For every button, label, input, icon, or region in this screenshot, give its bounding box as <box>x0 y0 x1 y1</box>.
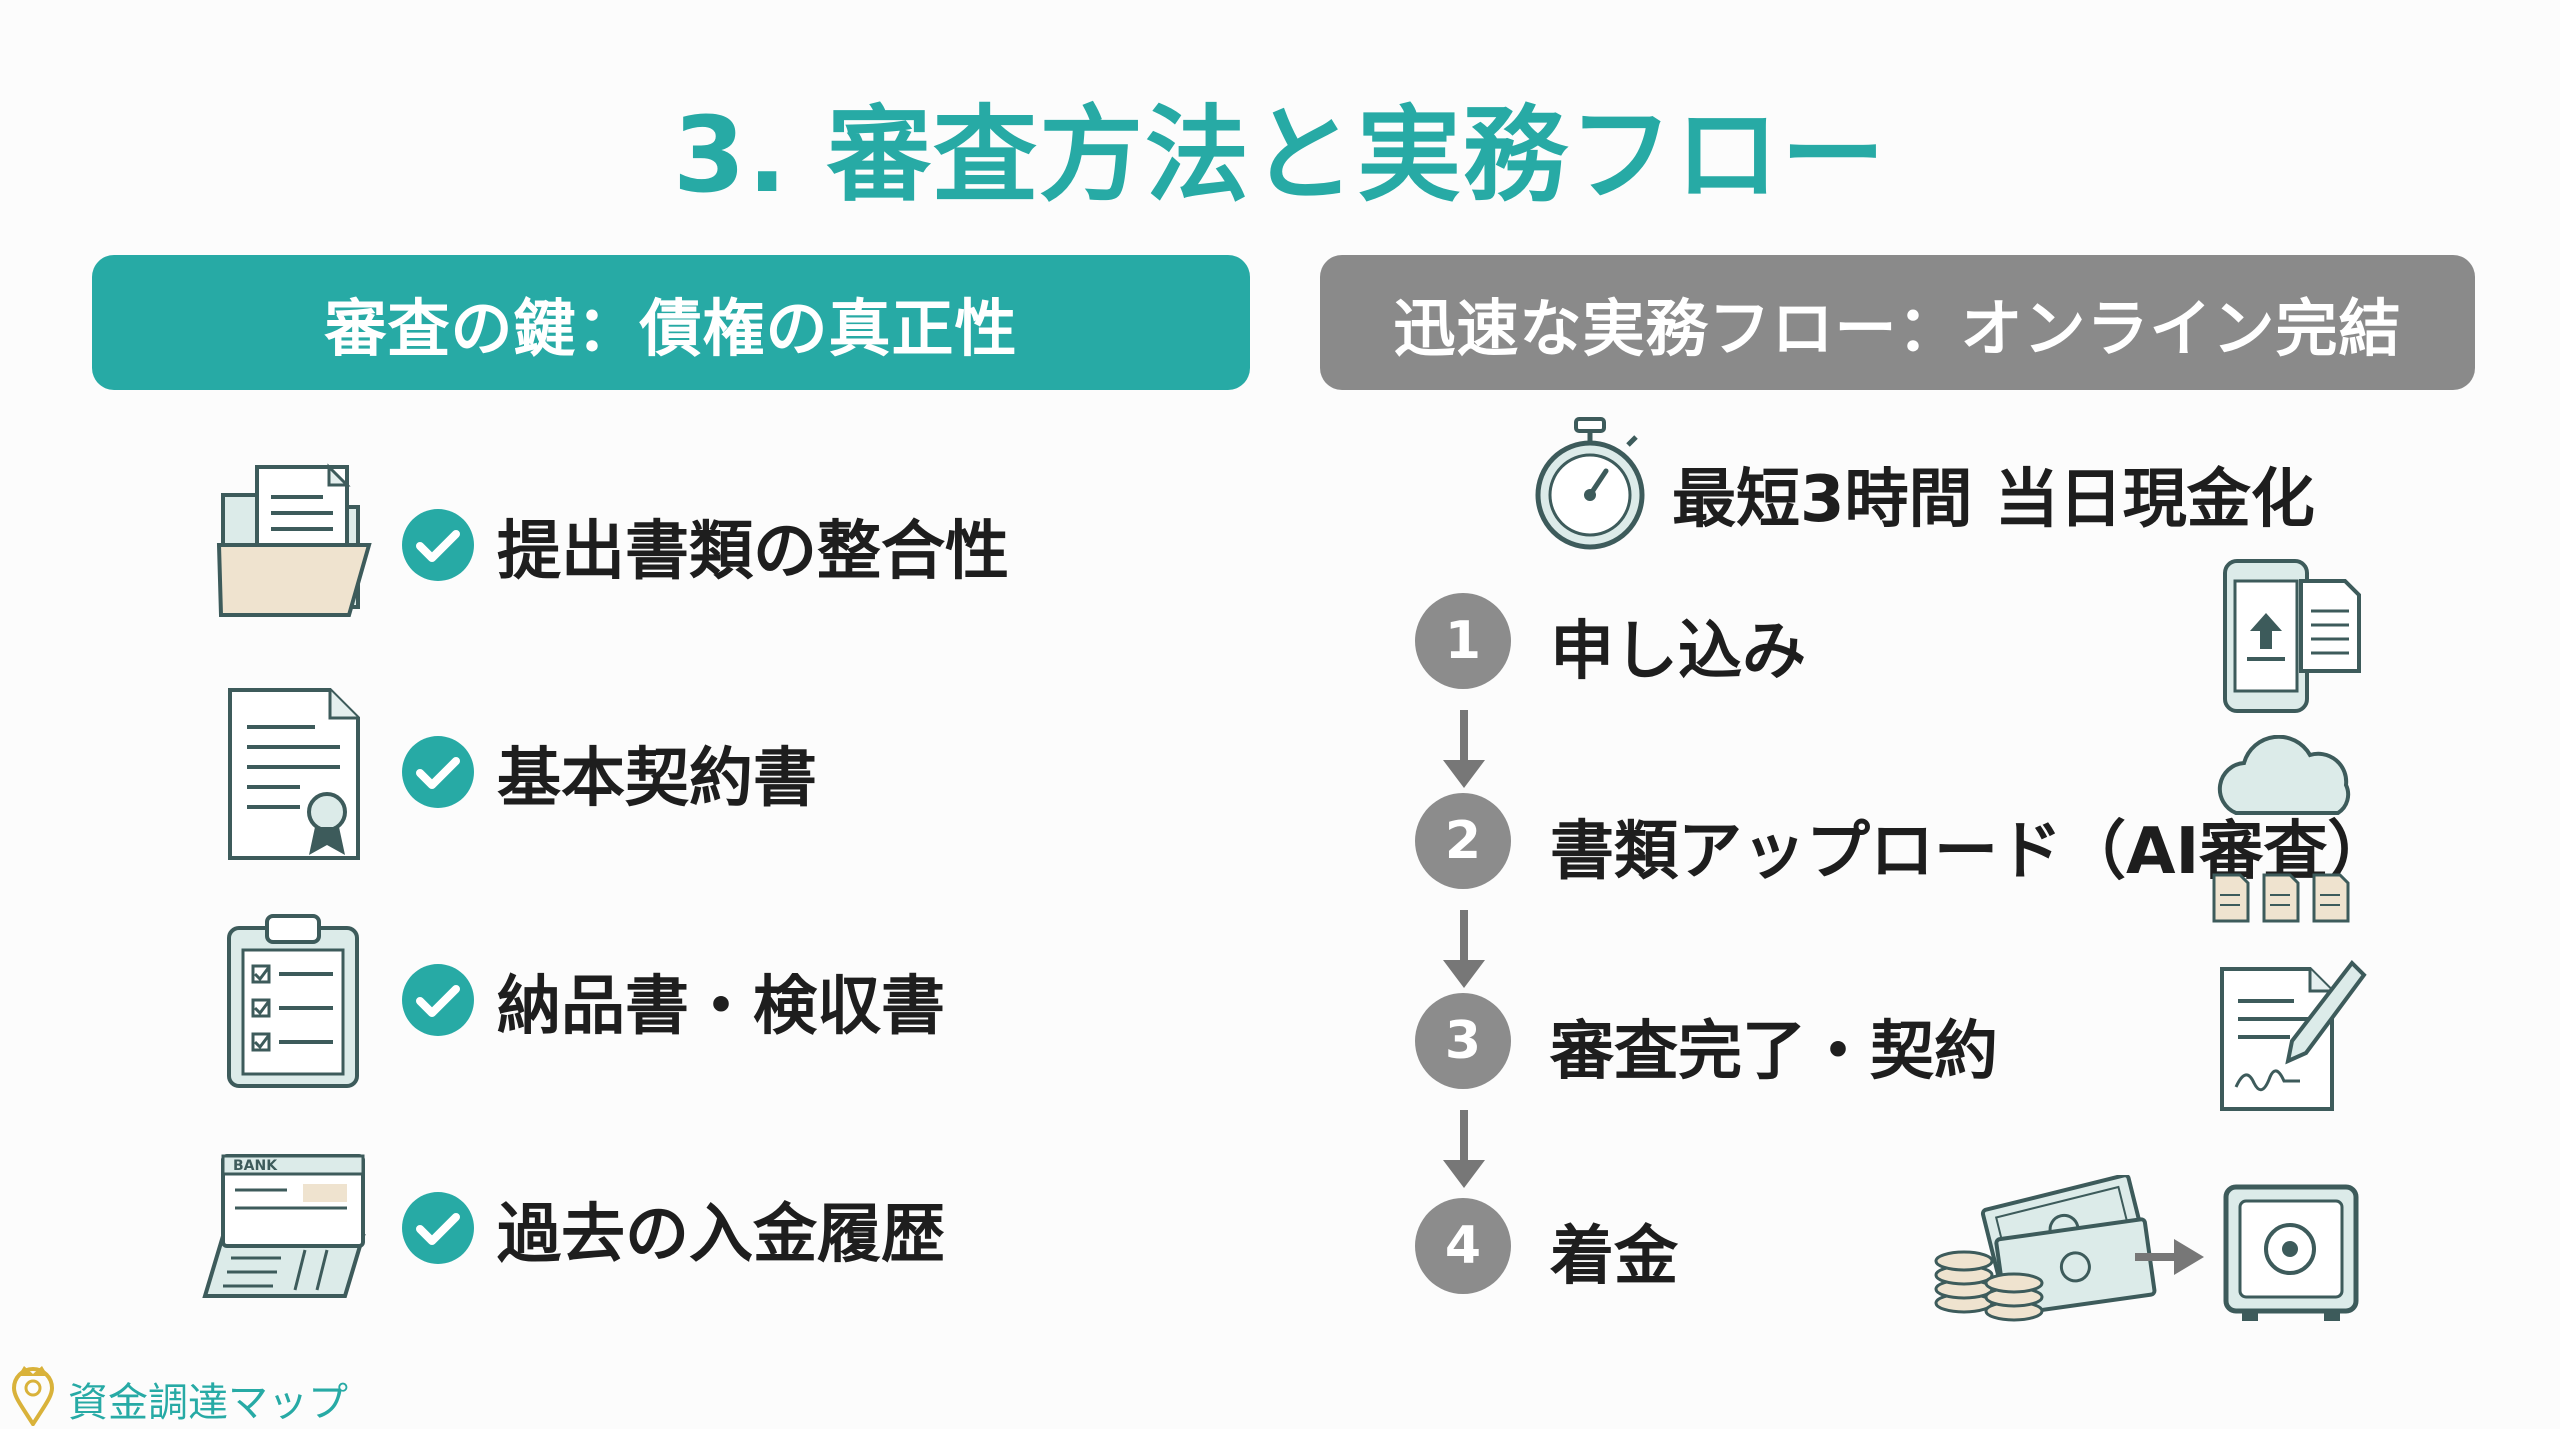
bank-passbook-icon: BANK <box>202 1154 366 1298</box>
right-panel-heading: 迅速な実務フロー：オンライン完結 <box>1320 255 2475 390</box>
check-icon <box>402 1192 474 1264</box>
requirement-label: 過去の入金履歴 <box>497 1198 945 1272</box>
money-to-safe-icon <box>1934 1175 2359 1322</box>
certificate-document-icon <box>228 688 360 860</box>
requirement-label: 納品書・検収書 <box>497 970 945 1044</box>
speed-label: 最短3時間 当日現金化 <box>1672 463 2315 537</box>
check-icon <box>402 964 474 1036</box>
down-arrow-icon <box>1443 1110 1485 1188</box>
step-number-1: 1 <box>1415 593 1511 689</box>
requirement-label: 基本契約書 <box>497 742 817 816</box>
open-folder-icon <box>216 463 372 617</box>
clipboard-checklist-icon <box>227 914 359 1088</box>
cloud-documents-icon <box>2212 735 2351 923</box>
step-label-3: 審査完了・契約 <box>1550 1015 1998 1089</box>
contract-pen-icon <box>2220 959 2367 1111</box>
footer-brand: 資金調達マップ <box>68 1380 348 1426</box>
step-number-4: 4 <box>1415 1198 1511 1294</box>
step-number-3: 3 <box>1415 993 1511 1089</box>
step-number-2: 2 <box>1415 793 1511 889</box>
down-arrow-icon <box>1443 910 1485 988</box>
down-arrow-icon <box>1443 710 1485 788</box>
left-panel-heading-text: 審査の鍵：債権の真正性 <box>324 291 1018 365</box>
step-label-2: 書類アップロード（AI審査） <box>1550 815 2392 889</box>
requirement-label: 提出書類の整合性 <box>497 515 1009 589</box>
location-pin-logo-icon <box>11 1366 55 1426</box>
left-panel-heading: 審査の鍵：債権の真正性 <box>92 255 1250 390</box>
stopwatch-icon <box>1535 417 1645 550</box>
right-panel-heading-text: 迅速な実務フロー：オンライン完結 <box>1393 291 2402 365</box>
step-label-4: 着金 <box>1550 1220 1678 1294</box>
check-icon <box>402 736 474 808</box>
step-label-1: 申し込み <box>1550 615 1806 689</box>
smartphone-upload-icon <box>2223 559 2361 713</box>
page-title: 3. 審査方法と実務フロー <box>672 94 1888 216</box>
bank-label: BANK <box>233 1158 278 1174</box>
check-icon <box>402 509 474 581</box>
